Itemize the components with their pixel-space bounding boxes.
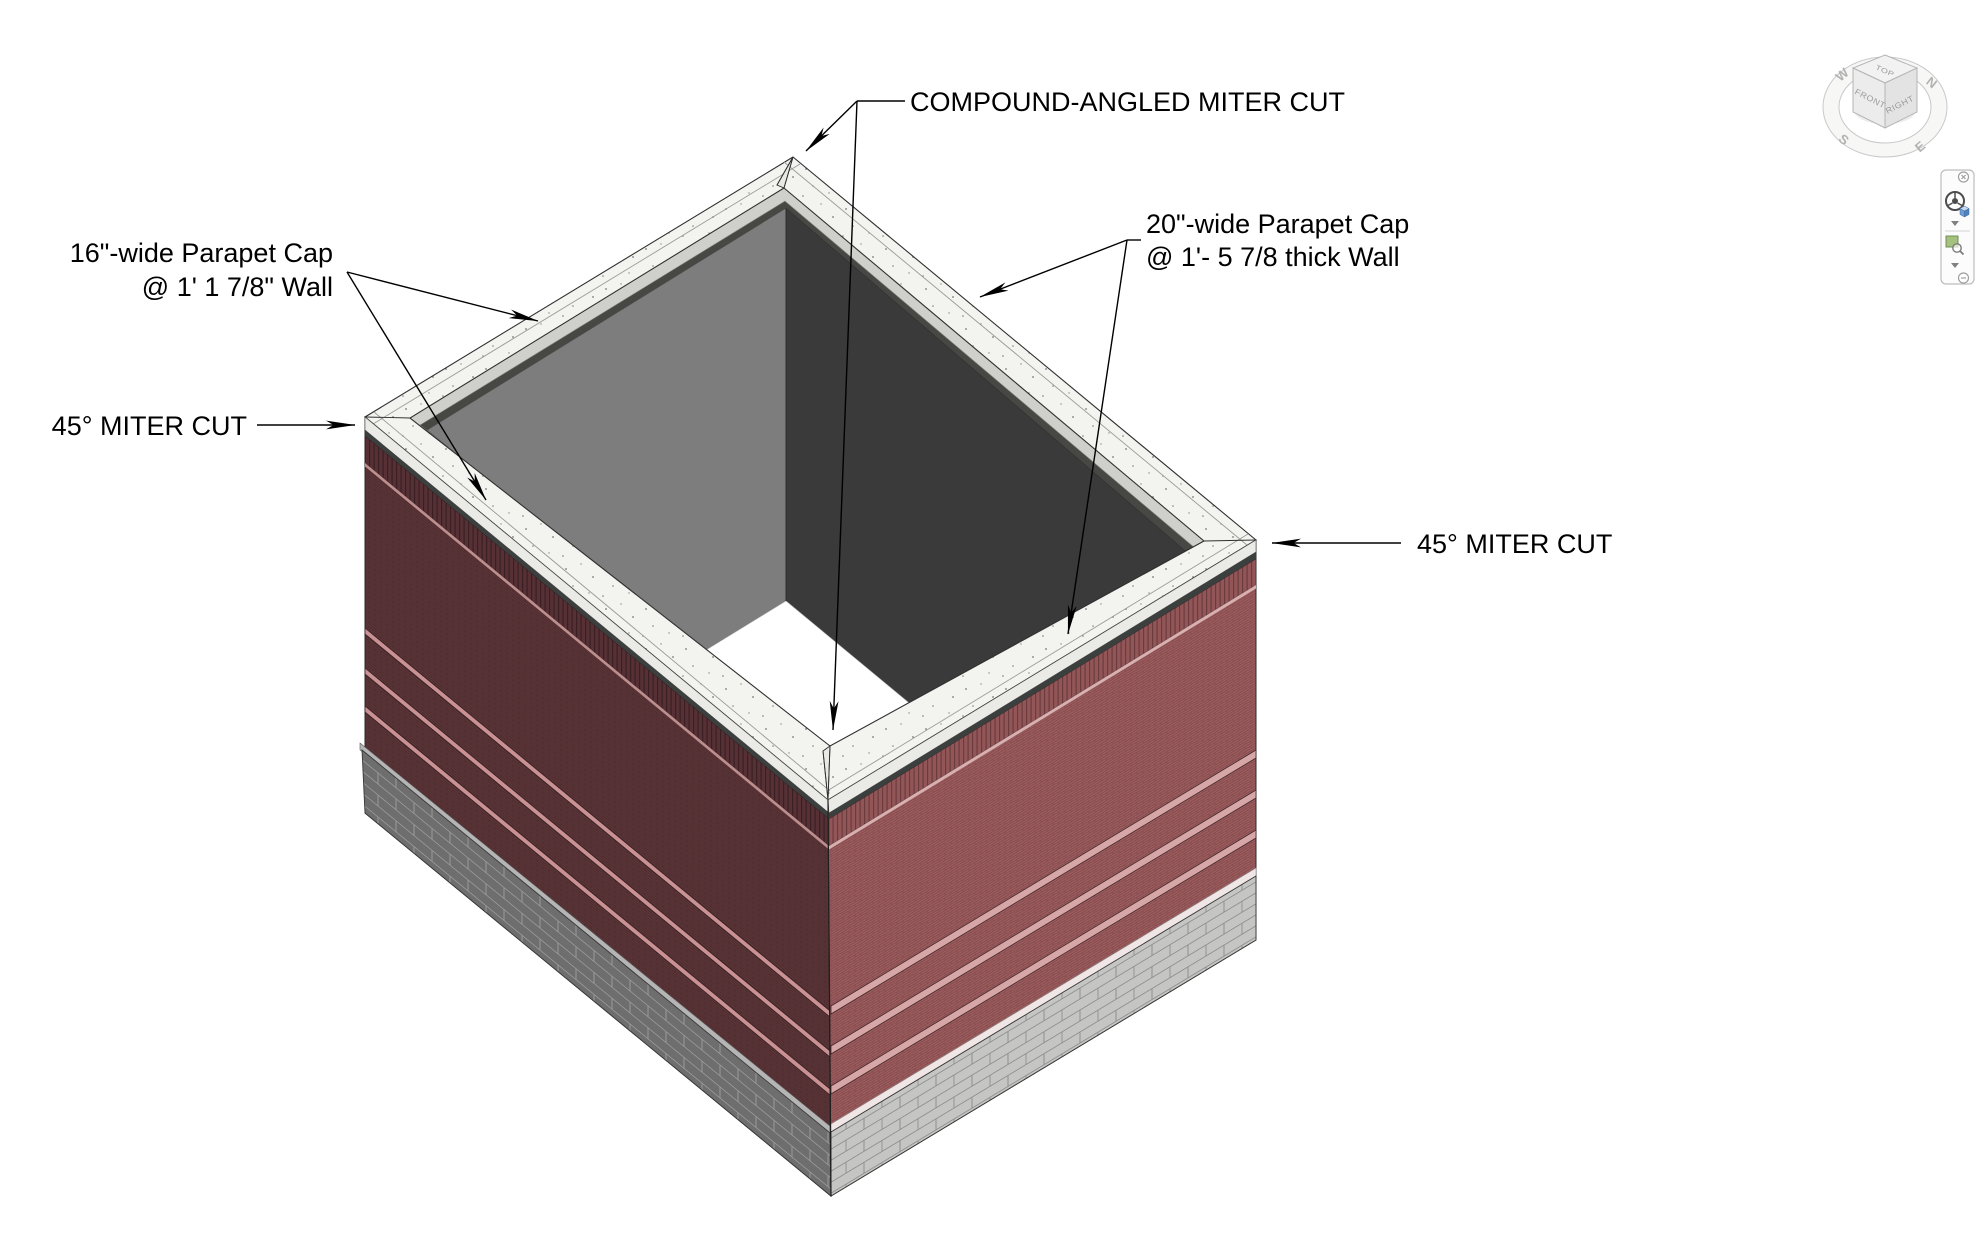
- annotations: [257, 100, 1401, 731]
- brick-band-right-1: [830, 749, 1257, 1015]
- wall-front-left[interactable]: [359, 415, 832, 1198]
- mini-cube-icon: [1959, 205, 1970, 218]
- close-icon[interactable]: [1957, 171, 1970, 183]
- front-corner-edge: [827, 799, 832, 1197]
- label-miter45-left[interactable]: 45° MITER CUT: [52, 411, 247, 441]
- leader-compound-miter[interactable]: [805, 100, 905, 731]
- label-cap16-line1[interactable]: 16"-wide Parapet Cap: [70, 238, 333, 268]
- cap-chamfer-lines: [372, 161, 1249, 792]
- zoom-dropdown-caret-icon[interactable]: [1951, 263, 1959, 268]
- soldier-sill-right: [829, 585, 1256, 850]
- cap-shadow-right: [829, 552, 1256, 819]
- brick-band-right-3: [830, 829, 1257, 1095]
- label-cap16-line2[interactable]: @ 1' 1 7/8" Wall: [142, 272, 333, 302]
- annotation-text: COMPOUND-ANGLED MITER CUT 16"-wide Parap…: [52, 87, 1613, 559]
- navigation-bar[interactable]: [1940, 169, 1975, 285]
- soldier-sill-left: [365, 463, 829, 850]
- parapet-model[interactable]: [359, 156, 1257, 1198]
- wheel-dropdown-caret-icon[interactable]: [1951, 221, 1959, 226]
- label-cap20-line1[interactable]: 20"-wide Parapet Cap: [1146, 209, 1409, 239]
- steering-wheel-icon[interactable]: [1945, 191, 1970, 218]
- label-compound-miter[interactable]: COMPOUND-ANGLED MITER CUT: [910, 87, 1345, 117]
- label-cap20-line2[interactable]: @ 1'- 5 7/8 thick Wall: [1146, 242, 1400, 272]
- brick-band-right-2: [830, 789, 1257, 1055]
- leader-cap16[interactable]: [346, 271, 539, 501]
- cap-shadow-left: [365, 430, 829, 819]
- wall-front-right[interactable]: [827, 539, 1257, 1197]
- viewcube-face-right[interactable]: [1884, 67, 1918, 129]
- label-miter45-right[interactable]: 45° MITER CUT: [1417, 529, 1612, 559]
- leader-cap20[interactable]: [979, 239, 1141, 635]
- viewcube[interactable]: N E S W TOP FRONT RIGHT: [1822, 54, 1948, 158]
- zoom-icon[interactable]: [1945, 235, 1965, 256]
- collapse-icon[interactable]: [1957, 272, 1970, 284]
- cap-miter-seams: [364, 156, 1257, 801]
